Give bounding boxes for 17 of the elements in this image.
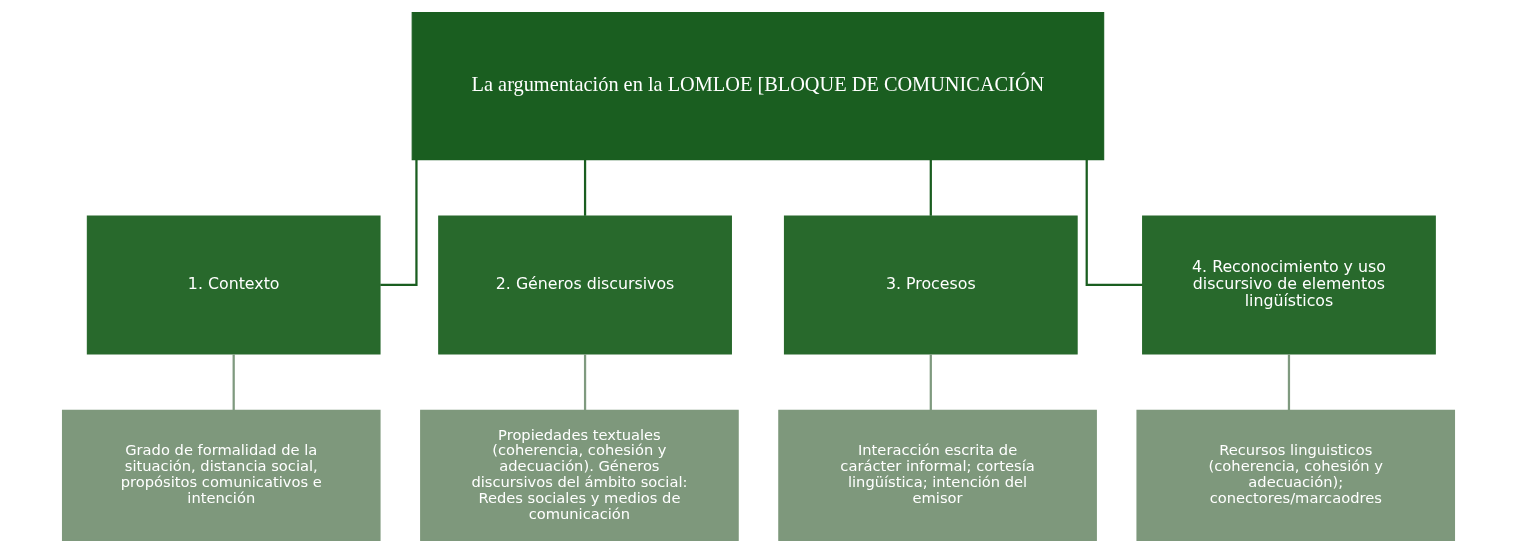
node-box: Recursos linguisticos (coherencia, cohesión y adecuación); conectores/marcaodres	[1136, 409, 1456, 541]
node-box: 2. Géneros discursivos	[438, 215, 732, 355]
connector	[929, 159, 932, 216]
node-box: 3. Procesos	[783, 215, 1078, 355]
connector	[380, 159, 418, 287]
node-box: Interacción escrita de carácter informal; cortesía lingüística; intención del emisor	[778, 409, 1097, 541]
connector	[1085, 159, 1143, 287]
connector	[1287, 354, 1291, 411]
node-box: Propiedades textuales (coherencia, cohesión y adecuación). Géneros discursivos del ámbito social: Redes sociales y medios de comunicación	[420, 409, 739, 541]
node-box: 4. Reconocimiento y uso discursivo de elementos lingüísticos	[1142, 215, 1436, 355]
connector	[583, 159, 587, 216]
connector	[929, 354, 932, 411]
connector	[232, 354, 235, 411]
connector	[583, 354, 587, 411]
node-box: La argumentación en la LOMLOE [BLOQUE DE COMUNICACIÓN	[411, 12, 1105, 161]
node-box: Grado de formalidad de la situación, distancia social, propósitos comunicativos e intención	[61, 409, 381, 541]
node-box: 1. Contexto	[86, 215, 381, 355]
